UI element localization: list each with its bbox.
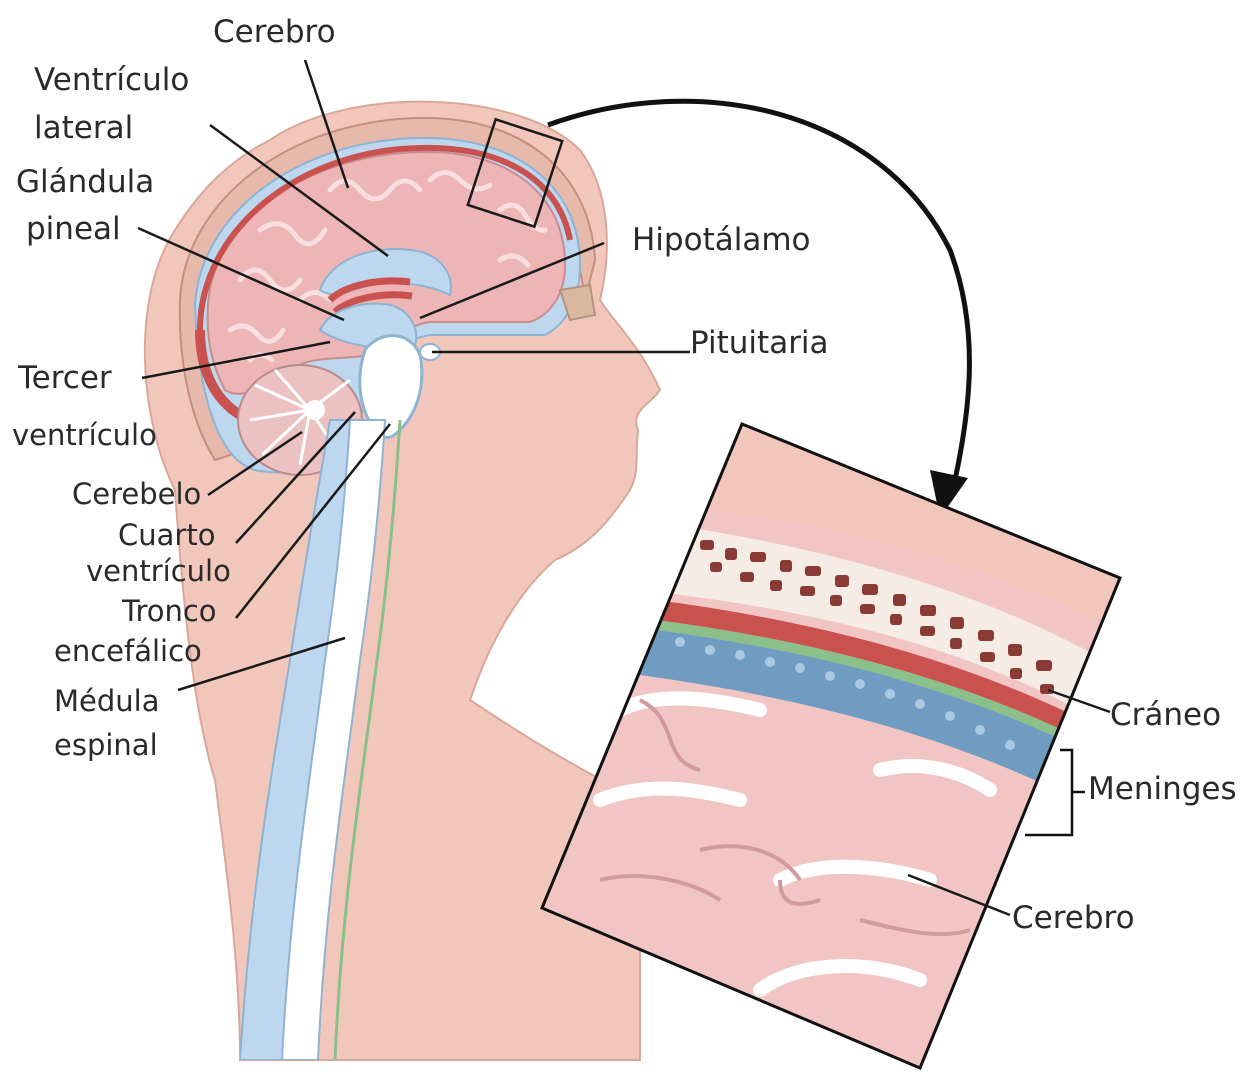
label-ventriculo-lateral-line1: Ventrículo xyxy=(34,62,189,99)
label-cuarto-ventriculo-line1: Cuarto xyxy=(118,518,215,552)
label-craneo: Cráneo xyxy=(1110,697,1221,734)
label-tercer-ventriculo-line1: Tercer xyxy=(18,360,112,397)
label-tronco-encefalico-line2: encefálico xyxy=(54,634,202,668)
label-medula-espinal-line1: Médula xyxy=(54,684,159,718)
label-cerebelo: Cerebelo xyxy=(72,477,201,511)
label-cuarto-ventriculo-line2: ventrículo xyxy=(86,554,231,588)
label-pituitaria: Pituitaria xyxy=(690,325,829,362)
label-meninges: Meninges xyxy=(1088,771,1237,808)
label-hipotalamo: Hipotálamo xyxy=(632,222,811,259)
label-tronco-encefalico-line1: Tronco xyxy=(122,594,217,628)
label-glandula-pineal-line2: pineal xyxy=(26,211,121,248)
label-glandula-pineal-line1: Glándula xyxy=(16,164,154,201)
label-medula-espinal-line2: espinal xyxy=(54,728,158,762)
label-tercer-ventriculo-line2: ventrículo xyxy=(12,418,157,452)
label-ventriculo-lateral-line2: lateral xyxy=(34,110,133,147)
label-cerebro-inset: Cerebro xyxy=(1012,900,1135,937)
label-cerebro: Cerebro xyxy=(213,14,336,51)
